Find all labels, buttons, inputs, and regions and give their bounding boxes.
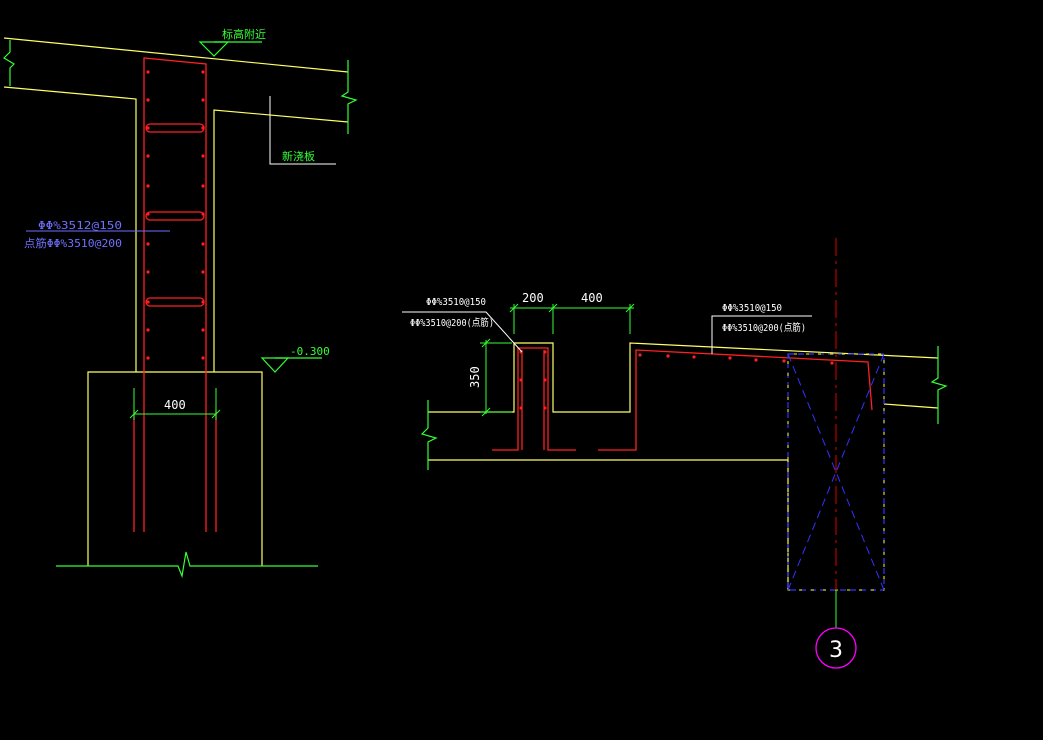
rebar-dot bbox=[830, 361, 834, 365]
right-break-line-right bbox=[930, 346, 948, 424]
level-label: -0.300 bbox=[290, 345, 330, 358]
height-dimension bbox=[480, 338, 512, 417]
slab-label: 新浇板 bbox=[282, 149, 315, 163]
rebar-dot bbox=[692, 355, 696, 359]
right-rebar bbox=[492, 347, 873, 451]
rebar-spec-2: 点筋ΦΦ%3510@200 bbox=[24, 236, 122, 250]
axis-number: 3 bbox=[829, 638, 843, 663]
level-marker bbox=[260, 357, 322, 373]
rebar-dot bbox=[146, 328, 150, 332]
right-spec-left-2: ΦΦ%3510@200(点筋) bbox=[410, 316, 494, 329]
right-spec-left-leader bbox=[402, 311, 523, 353]
rebar-dot bbox=[728, 356, 732, 360]
dim-200: 200 bbox=[522, 291, 544, 305]
rebar-dot bbox=[146, 184, 150, 188]
rebar-dot bbox=[201, 270, 205, 274]
rebar-dot bbox=[201, 212, 205, 216]
rebar-dot bbox=[201, 126, 205, 130]
rebar-dot bbox=[666, 354, 670, 358]
rebar-dot bbox=[201, 242, 205, 246]
rebar-dot bbox=[146, 242, 150, 246]
rebar-dot bbox=[201, 356, 205, 360]
rebar-dot bbox=[146, 126, 150, 130]
elevation-label: 标高附近 bbox=[222, 27, 266, 41]
right-spec-left-1: ΦΦ%3510@150 bbox=[426, 297, 486, 308]
left-rebar-dots bbox=[146, 70, 205, 360]
axis-circle bbox=[815, 627, 857, 669]
rebar-dot bbox=[638, 353, 642, 357]
rebar-dot bbox=[201, 328, 205, 332]
rebar-dot bbox=[146, 154, 150, 158]
rebar-dot bbox=[201, 98, 205, 102]
right-spec-right-leader bbox=[711, 315, 812, 354]
rebar-dot bbox=[519, 378, 523, 382]
rebar-dot bbox=[543, 350, 547, 354]
top-elevation-marker bbox=[198, 41, 262, 57]
wall-width-dimension bbox=[129, 388, 221, 420]
dim-350: 350 bbox=[468, 366, 482, 388]
right-spec-right-1: ΦΦ%3510@150 bbox=[722, 303, 782, 314]
right-break-line-left bbox=[420, 400, 438, 470]
rebar-dot bbox=[782, 359, 786, 363]
top-dimensions bbox=[509, 303, 635, 334]
rebar-dot bbox=[519, 406, 523, 410]
left-slab-outline bbox=[3, 37, 358, 566]
rebar-dot bbox=[201, 70, 205, 74]
rebar-dot bbox=[146, 300, 150, 304]
rebar-dot bbox=[201, 300, 205, 304]
rebar-dot bbox=[201, 184, 205, 188]
rebar-dot bbox=[146, 70, 150, 74]
rebar-spec-1: ΦΦ%3512@150 bbox=[38, 219, 122, 232]
wall-width-label: 400 bbox=[164, 398, 186, 412]
right-spec-right-2: ΦΦ%3510@200(点筋) bbox=[722, 321, 806, 334]
rebar-dot bbox=[201, 154, 205, 158]
right-section-detail: 3 ΦΦ%3510@150 ΦΦ%3510@200(点筋) 200 400 35… bbox=[402, 238, 948, 669]
rebar-dot bbox=[146, 356, 150, 360]
rebar-dot bbox=[146, 98, 150, 102]
rebar-dot bbox=[146, 212, 150, 216]
left-section-detail: 标高附近 新浇板 ΦΦ%3512@150 点筋ΦΦ%3510@200 -0.30… bbox=[3, 27, 358, 579]
rebar-dot bbox=[543, 378, 547, 382]
rebar-dot bbox=[754, 358, 758, 362]
rebar-dot bbox=[543, 406, 547, 410]
dim-400: 400 bbox=[581, 291, 603, 305]
ground-line bbox=[56, 551, 318, 579]
rebar-dot bbox=[146, 270, 150, 274]
slab-leader bbox=[269, 96, 336, 165]
right-rebar-dots bbox=[519, 350, 834, 410]
